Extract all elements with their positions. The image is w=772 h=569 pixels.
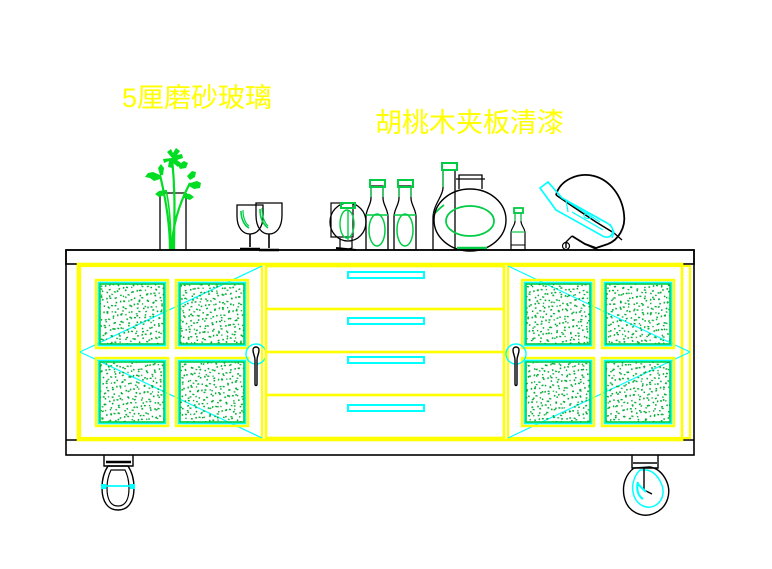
drawer-handle-bar[interactable] bbox=[347, 404, 425, 412]
bottle-cradle bbox=[538, 174, 626, 251]
plant-vase bbox=[145, 148, 201, 251]
drawer-handle-bar[interactable] bbox=[347, 317, 425, 325]
drawer-1[interactable] bbox=[264, 264, 506, 311]
caster-left bbox=[101, 455, 135, 511]
bottle-2 bbox=[393, 179, 417, 251]
glass-pane bbox=[94, 356, 170, 428]
drawer-3[interactable] bbox=[264, 350, 506, 397]
cabinet[interactable] bbox=[65, 249, 695, 516]
drawer-stack[interactable] bbox=[264, 264, 506, 440]
bottle-1 bbox=[365, 179, 389, 251]
cabinet-body-outline bbox=[65, 249, 695, 456]
glass-pane bbox=[174, 356, 250, 428]
round-decanter bbox=[329, 202, 367, 251]
annotation-frosted-glass: 5厘磨砂玻璃 bbox=[122, 83, 272, 113]
left-glass-door[interactable] bbox=[78, 264, 267, 440]
drawer-handle-bar[interactable] bbox=[347, 356, 425, 364]
glass-pane bbox=[94, 278, 170, 350]
flat-round-flask bbox=[433, 174, 507, 252]
glass-pane bbox=[520, 278, 596, 350]
tabletop-objects-group bbox=[145, 148, 626, 252]
glass-pane bbox=[600, 278, 676, 350]
right-glass-door[interactable] bbox=[505, 264, 692, 440]
cabinet-inner-frame bbox=[76, 262, 684, 442]
tall-bottle-back bbox=[432, 162, 458, 251]
right-door-handle[interactable] bbox=[505, 343, 527, 387]
caster-right bbox=[622, 455, 670, 516]
small-bottle bbox=[510, 207, 526, 251]
glass-pane bbox=[520, 356, 596, 428]
drawer-handle-bar[interactable] bbox=[347, 271, 425, 279]
wine-glass-right bbox=[255, 202, 283, 252]
drawer-4[interactable] bbox=[264, 393, 506, 440]
annotation-walnut-plywood: 胡桃木夹板清漆 bbox=[375, 108, 564, 138]
cabinet-top-slab bbox=[65, 249, 695, 265]
glass-pane bbox=[600, 356, 676, 428]
drawer-2[interactable] bbox=[264, 307, 506, 354]
wine-glass-left bbox=[236, 204, 264, 251]
glass-pane bbox=[174, 278, 250, 350]
